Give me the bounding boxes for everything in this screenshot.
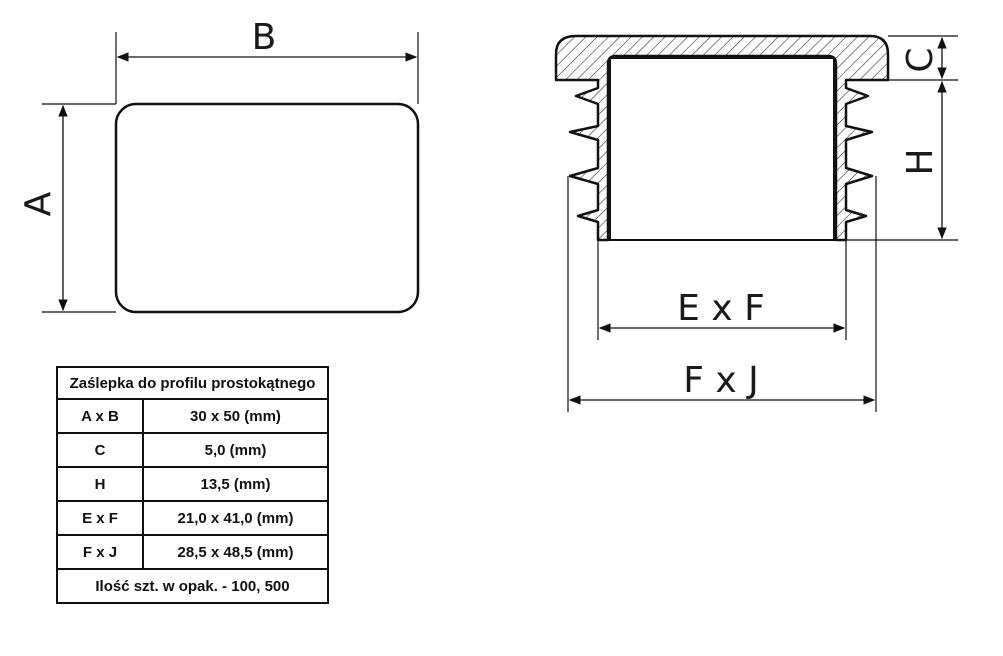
row-value: 30 x 50 (mm): [142, 398, 329, 434]
row-value: 13,5 (mm): [142, 466, 329, 502]
row-value: 5,0 (mm): [142, 432, 329, 468]
table-row: C 5,0 (mm): [56, 432, 329, 468]
table-row: A x B 30 x 50 (mm): [56, 398, 329, 434]
row-key: F x J: [56, 534, 144, 570]
row-value: 21,0 x 41,0 (mm): [142, 500, 329, 536]
table-footer: Ilość szt. w opak. - 100, 500: [56, 568, 329, 604]
section-view: C H E x F F x J: [554, 34, 958, 412]
table-row: H 13,5 (mm): [56, 466, 329, 502]
row-key: H: [56, 466, 144, 502]
top-view: B A: [18, 17, 420, 314]
label-exf: E x F: [677, 288, 765, 329]
row-key: C: [56, 432, 144, 468]
cap-top-outline: [114, 102, 420, 314]
table-row: F x J 28,5 x 48,5 (mm): [56, 534, 329, 570]
label-a: A: [18, 191, 59, 216]
row-key: A x B: [56, 398, 144, 434]
cap-cavity: [609, 57, 835, 241]
table-footer-row: Ilość szt. w opak. - 100, 500: [56, 568, 329, 604]
table-title-row: Zaślepka do profilu prostokątnego: [56, 366, 329, 400]
table-row: E x F 21,0 x 41,0 (mm): [56, 500, 329, 536]
label-b: B: [252, 17, 277, 58]
table-title: Zaślepka do profilu prostokątnego: [56, 366, 329, 400]
label-fxj: F x J: [683, 360, 759, 401]
row-key: E x F: [56, 500, 144, 536]
row-value: 28,5 x 48,5 (mm): [142, 534, 329, 570]
label-h: H: [900, 148, 941, 175]
spec-table: Zaślepka do profilu prostokątnego A x B …: [56, 366, 329, 604]
label-c: C: [900, 47, 941, 72]
